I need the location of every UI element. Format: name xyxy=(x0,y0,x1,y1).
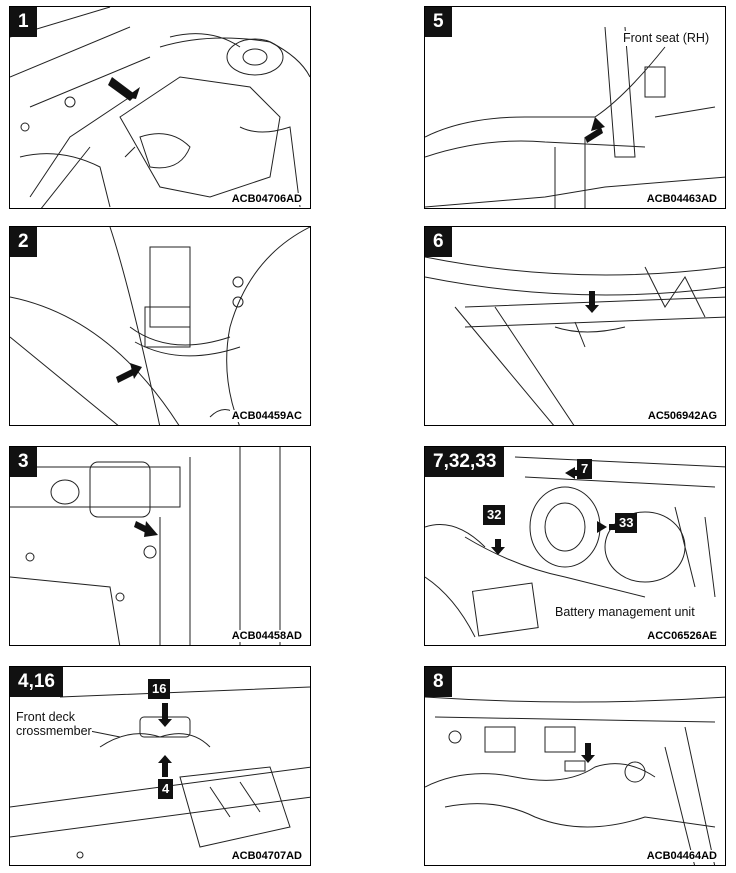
arrow-pointer xyxy=(116,363,142,383)
figure-panel-7-32-33: 7,32,33 7 32 33 Battery management unit … xyxy=(424,446,726,646)
step-number-badge: 8 xyxy=(425,667,452,697)
figure-panel-8: 8 ACB04464AD xyxy=(424,666,726,866)
arrow-pointer xyxy=(134,521,158,537)
step-number-badge: 5 xyxy=(425,7,452,37)
figure-panel-3: 3 ACB04458AD xyxy=(9,446,311,646)
figure-panel-4-16: 4,16 16 4 Front deck crossmember ACB0470… xyxy=(9,666,311,866)
illustration-dash xyxy=(425,256,725,425)
illustration-seat xyxy=(425,26,725,208)
callout-4: 4 xyxy=(158,779,174,799)
step-number-badge: 2 xyxy=(10,227,37,257)
arrow-pointer xyxy=(581,743,595,763)
figure-code: ACB04459AC xyxy=(229,410,304,422)
arrow-pointer xyxy=(585,117,605,143)
figure-panel-2: 2 ACB04459AC xyxy=(9,226,311,426)
figure-code: ACB04463AD xyxy=(644,193,719,205)
illustration-bracket xyxy=(10,447,281,645)
label-front-deck: Front deck xyxy=(16,710,76,725)
callout-7: 7 xyxy=(577,459,593,479)
label-crossmember: crossmember xyxy=(16,724,92,739)
step-number-badge: 4,16 xyxy=(10,667,63,697)
figure-code: AC506942AG xyxy=(645,410,719,422)
step-number-badge: 6 xyxy=(425,227,452,257)
figure-code: ACB04458AD xyxy=(229,630,304,642)
label-front-seat: Front seat (RH) xyxy=(623,31,710,46)
figure-code: ACC06526AE xyxy=(645,630,719,642)
figure-code: ACB04707AD xyxy=(229,850,304,862)
step-number-badge: 3 xyxy=(10,447,37,477)
arrow-pointer xyxy=(585,291,599,313)
step-number-badge: 1 xyxy=(10,7,37,37)
figure-panel-1: 1 ACB04706AD xyxy=(9,6,311,209)
figure-code: ACB04464AD xyxy=(644,850,719,862)
arrow-pointer xyxy=(108,77,140,101)
figure-code: ACB04706AD xyxy=(229,193,304,205)
illustration-engine-bay xyxy=(10,7,310,208)
illustration-rear-panel xyxy=(425,696,725,865)
arrow-pointer xyxy=(158,703,172,777)
callout-32: 32 xyxy=(483,505,506,525)
label-battery-management-unit: Battery management unit xyxy=(555,605,695,620)
figure-panel-5: 5 Front seat (RH) ACB04463AD xyxy=(424,6,726,209)
figure-panel-6: 6 AC506942AG xyxy=(424,226,726,426)
step-number-badge: 7,32,33 xyxy=(425,447,505,477)
illustration-harness xyxy=(10,227,310,425)
callout-16: 16 xyxy=(148,679,171,699)
callout-33: 33 xyxy=(615,513,638,533)
